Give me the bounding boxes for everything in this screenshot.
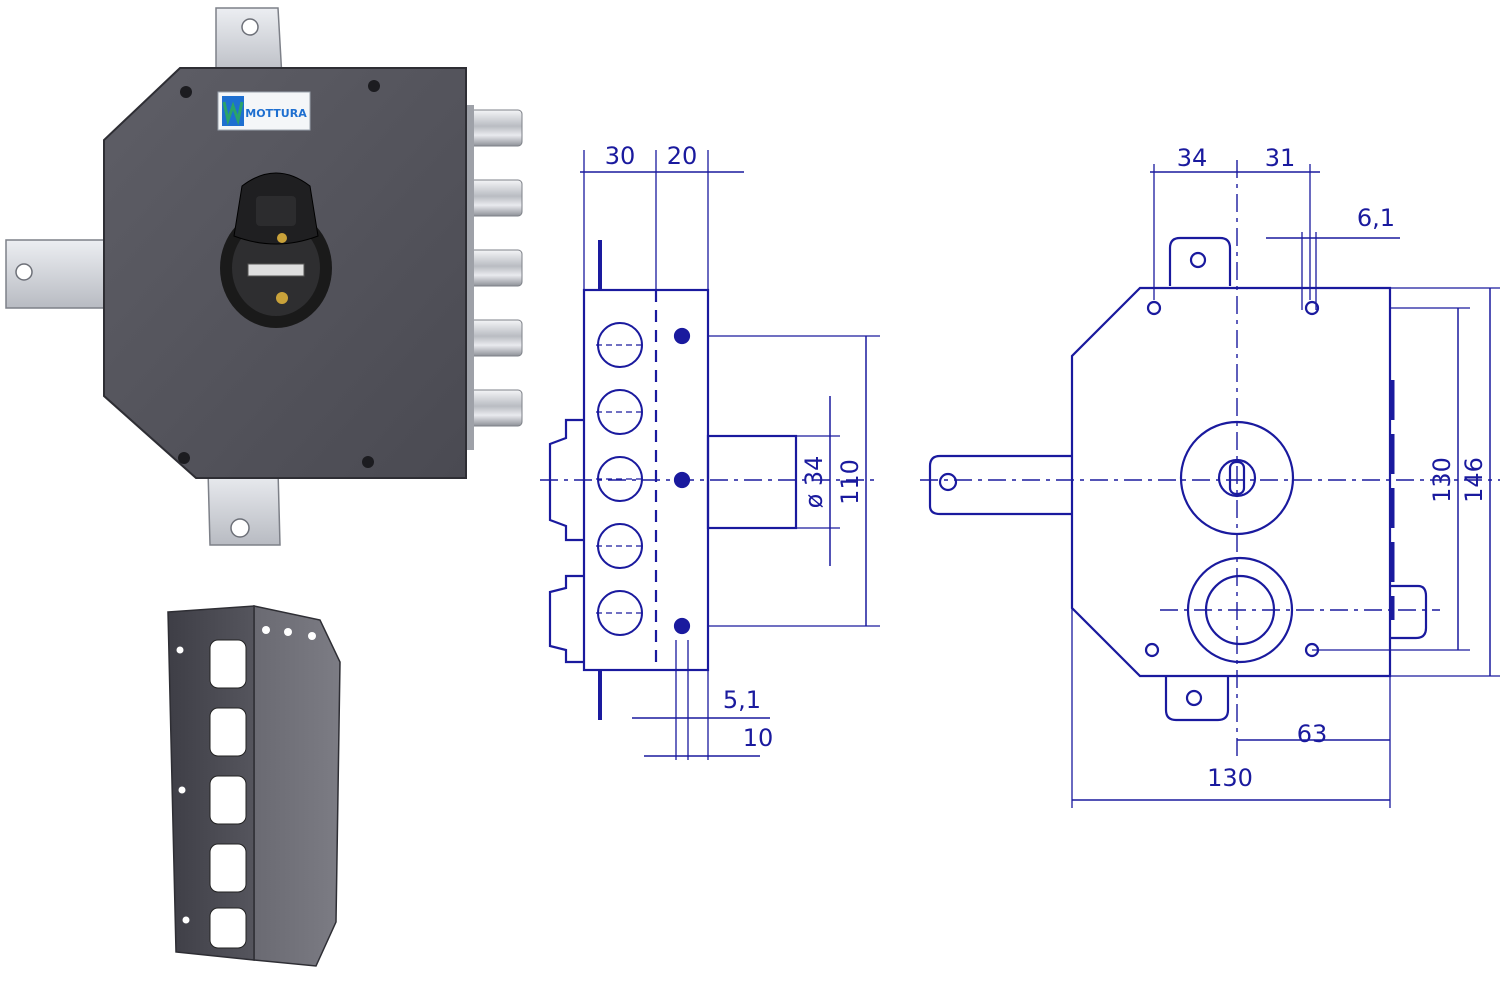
mottura-logo: MOTTURA <box>217 91 311 131</box>
side-dim-110: 110 <box>836 459 864 505</box>
front-dim-6-1: 6,1 <box>1357 204 1395 232</box>
cylinder-knob <box>220 172 332 328</box>
lock-photo: MOTTURA <box>5 7 523 546</box>
side-bolt-projection <box>706 434 798 530</box>
side-dim-5-1: 5,1 <box>723 686 761 714</box>
front-view-drawing <box>920 160 1500 808</box>
front-dim-31: 31 <box>1265 144 1296 172</box>
side-view-drawing <box>540 150 880 760</box>
side-dim-20: 20 <box>667 142 698 170</box>
side-bolt-circles <box>596 322 644 636</box>
front-dim-130-vertical: 130 <box>1428 457 1456 503</box>
side-dim-10: 10 <box>743 724 774 752</box>
side-dim-bolt-diameter: ø 34 <box>800 456 828 509</box>
front-dim-146: 146 <box>1460 457 1488 503</box>
front-dim-34: 34 <box>1177 144 1208 172</box>
strike-bracket <box>167 605 341 967</box>
front-dim-63: 63 <box>1297 720 1328 748</box>
side-view-labels: 30 20 ø 34 110 5,1 10 <box>605 142 864 752</box>
bracket-side-panel <box>253 605 341 967</box>
side-dim-30: 30 <box>605 142 636 170</box>
logo-text: MOTTURA <box>245 107 307 120</box>
lock-bolts <box>458 105 523 450</box>
front-view-labels: 34 31 6,1 130 146 63 130 <box>1177 144 1488 792</box>
front-dim-130-horizontal: 130 <box>1207 764 1253 792</box>
